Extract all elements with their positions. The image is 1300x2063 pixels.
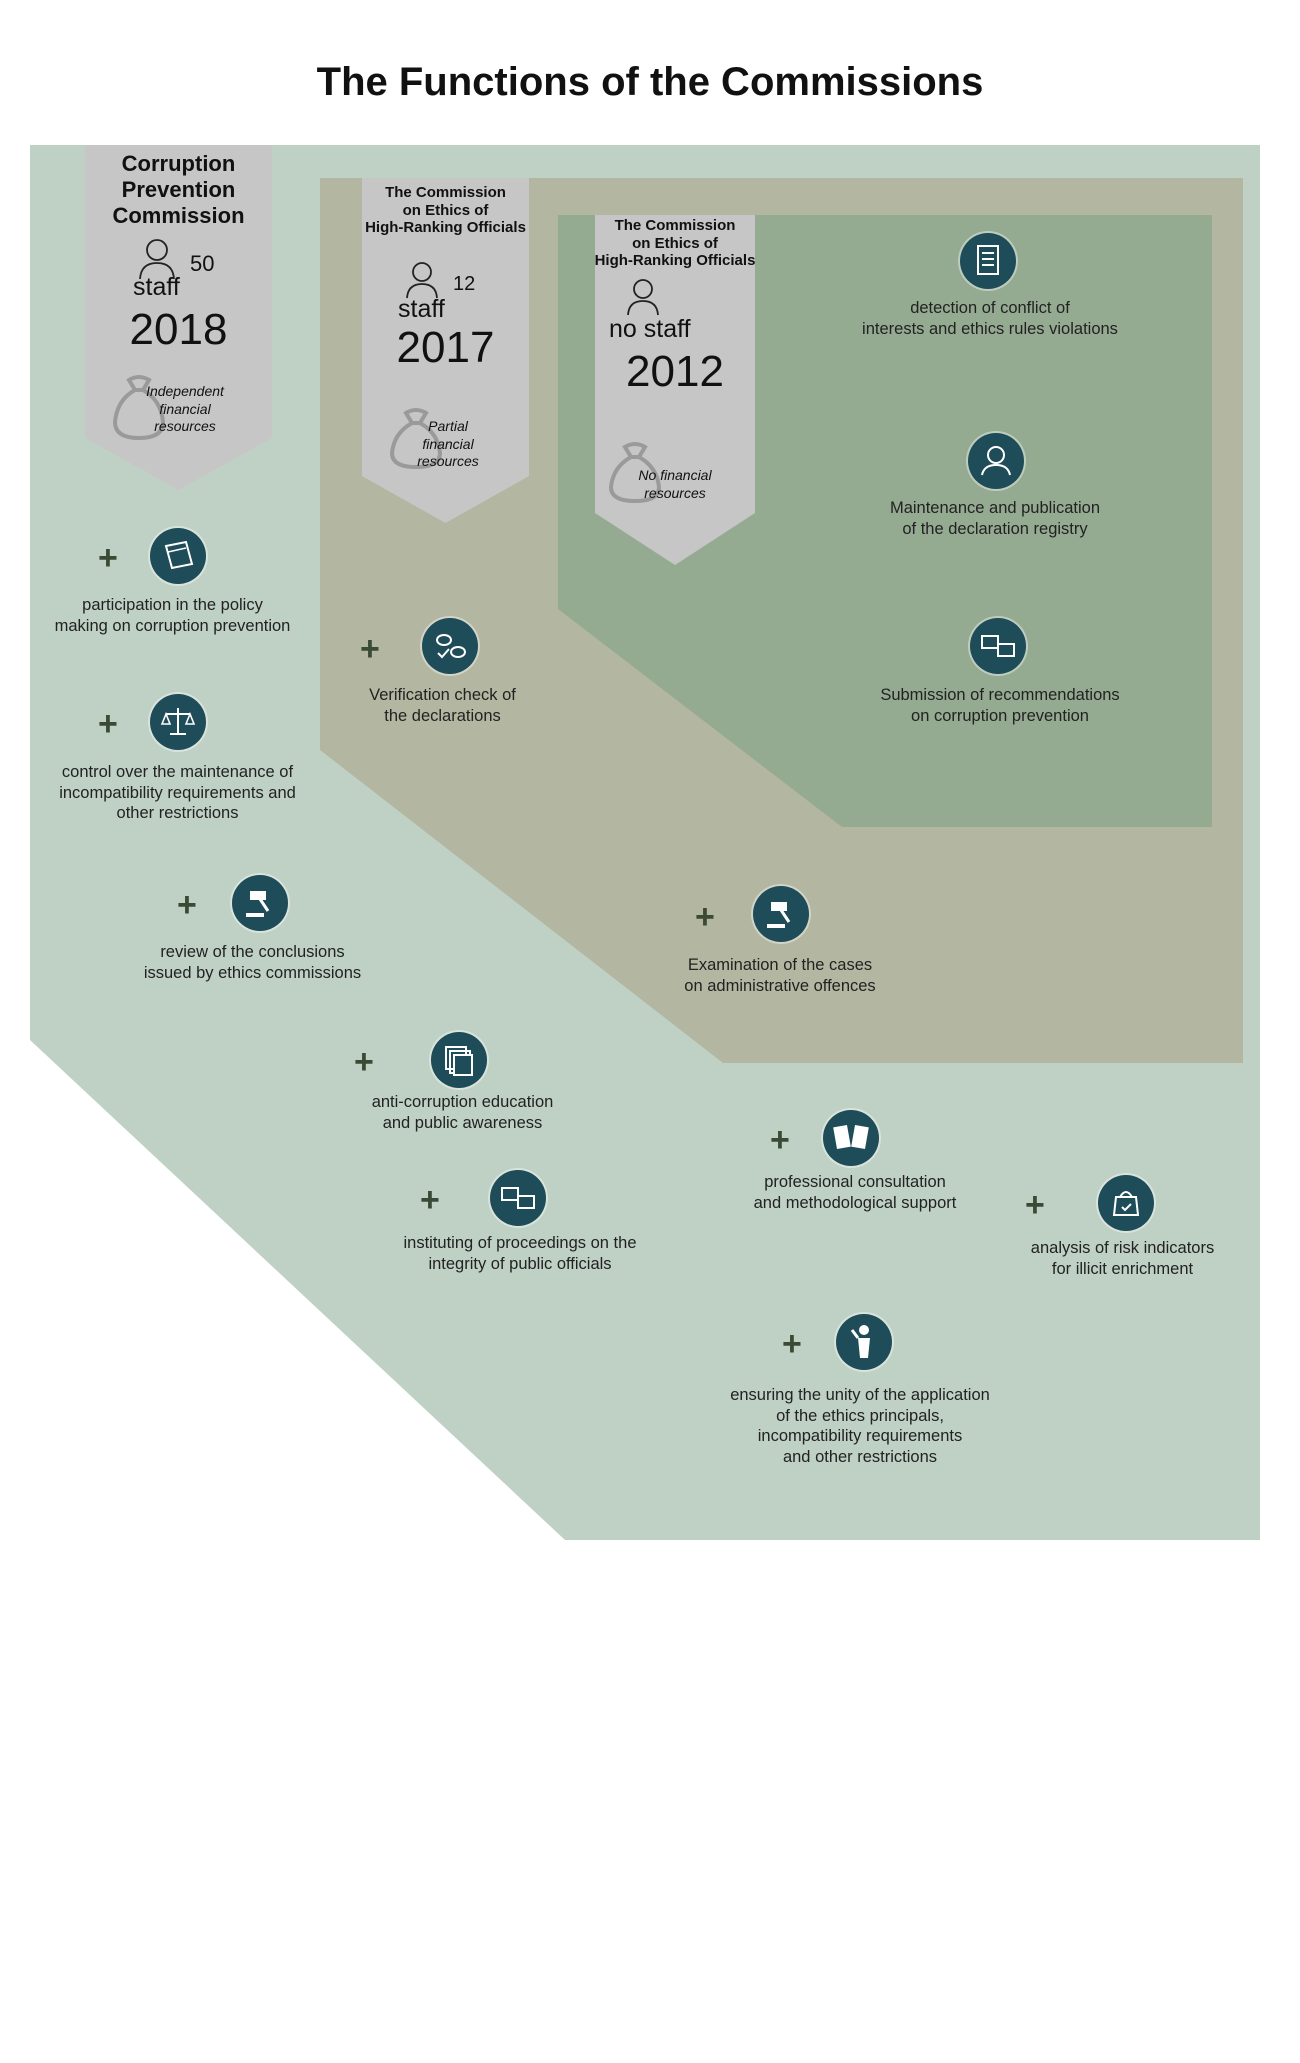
plus-icon: +: [98, 705, 118, 743]
money-bag-icon: [112, 375, 166, 441]
founding-year: 2018: [129, 305, 228, 354]
commission-banner-cpc: Corruption Prevention Commission staff 5…: [85, 145, 272, 490]
staff-person-icon: [139, 239, 175, 280]
checklist-icon: [962, 235, 1014, 287]
plus-icon: +: [98, 539, 118, 577]
commission-banner-2017: The Commission on Ethics of High-Ranking…: [362, 178, 529, 523]
page-title: The Functions of the Commissions: [316, 60, 984, 104]
staff-person-icon: [627, 279, 659, 316]
money-bag-icon: [608, 442, 662, 504]
staff-label: no staff: [609, 315, 691, 343]
plus-icon: +: [770, 1121, 790, 1159]
plus-icon: +: [1025, 1186, 1045, 1224]
commission-name: The Commission on Ethics of High-Ranking…: [365, 184, 526, 237]
staff-label: staff: [133, 273, 180, 301]
staff-count: 12: [453, 273, 476, 295]
officer-icon: [838, 1316, 890, 1368]
scales-icon: [152, 696, 204, 748]
gavel-icon: [755, 888, 807, 940]
recommendation-icon: [972, 620, 1024, 672]
plus-icon: +: [177, 886, 197, 924]
plus-icon: +: [420, 1181, 440, 1219]
recommendation-icon: [492, 1172, 544, 1224]
cards-icon: [825, 1112, 877, 1164]
bag-icon: [1100, 1177, 1152, 1229]
person-icon: [970, 435, 1022, 487]
commission-name: Corruption Prevention Commission: [112, 151, 245, 228]
plus-icon: +: [360, 630, 380, 668]
financial-resources: Independent financial resources: [146, 383, 224, 434]
documents-icon: [433, 1034, 485, 1086]
founding-year: 2012: [626, 347, 724, 396]
book-icon: [152, 530, 204, 582]
money-bag-icon: [389, 408, 443, 470]
founding-year: 2017: [396, 323, 495, 372]
plus-icon: +: [695, 898, 715, 936]
banner-shape: [362, 178, 529, 523]
commission-banner-2012: The Commission on Ethics of High-Ranking…: [595, 215, 755, 565]
staff-person-icon: [406, 262, 438, 299]
financial-resources: Partial financial resources: [417, 418, 479, 469]
commission-name: The Commission on Ethics of High-Ranking…: [594, 217, 756, 270]
staff-count: 50: [190, 251, 215, 276]
banner-shape: [85, 145, 272, 490]
plus-icon: +: [354, 1043, 374, 1081]
verification-icon: [424, 620, 476, 672]
staff-label: staff: [398, 295, 445, 323]
gavel-icon: [234, 877, 286, 929]
financial-resources: No financial resources: [638, 467, 712, 501]
plus-icon: +: [782, 1325, 802, 1363]
